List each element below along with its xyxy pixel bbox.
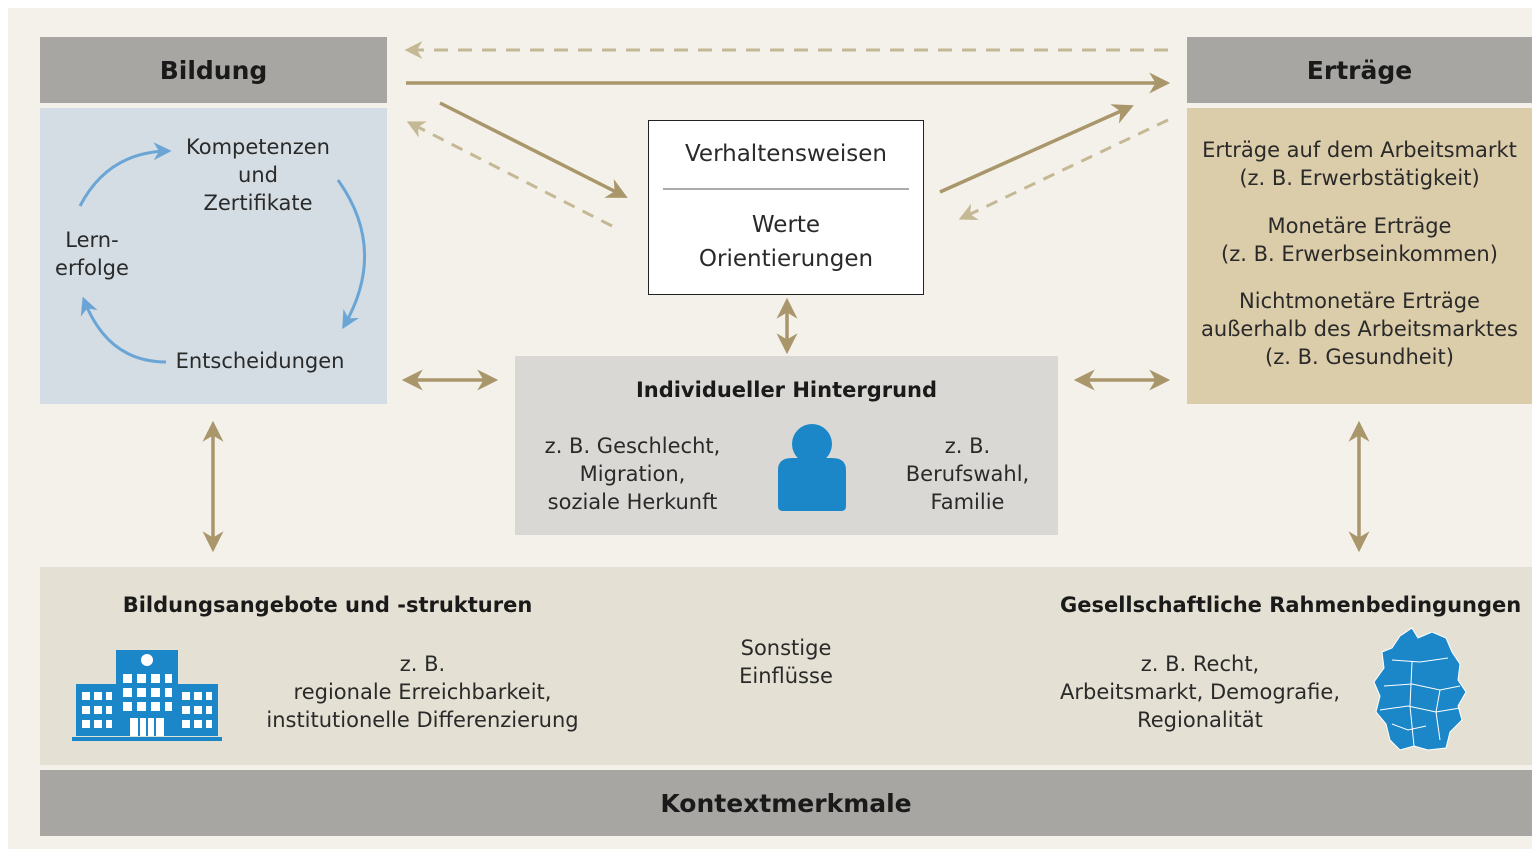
cycle-arrow-bottom: [80, 296, 167, 364]
ertraege-header: Erträge: [1187, 37, 1532, 103]
hintergrund-right-text: z. B. Berufswahl, Familie: [905, 434, 1030, 514]
sonstige-einfluesse-text: Sonstige Einflüsse: [739, 636, 833, 688]
ertraege-item-nichtmonetaer: Nichtmonetäre Erträge außerhalb des Arbe…: [1201, 289, 1518, 369]
verhalten-divider: [663, 188, 909, 190]
verhalten-box: [648, 120, 924, 295]
bildung-panel: [40, 108, 387, 404]
bildung-to-verhalten-arrow: [439, 101, 628, 198]
werte-label: Werte Orientierungen: [698, 212, 874, 272]
kontextmerkmale-footer: Kontextmerkmale: [40, 770, 1532, 836]
verhaltensweisen-label: Verhaltensweisen: [684, 141, 887, 167]
entscheidungen-label: Entscheidungen: [175, 349, 345, 373]
school-building-icon: [72, 650, 222, 741]
bildung-header: Bildung: [40, 37, 387, 103]
bildungsangebote-title: Bildungsangebote und -strukturen: [122, 593, 533, 617]
kontext-band: [40, 567, 1532, 765]
hintergrund-title: Individueller Hintergrund: [635, 378, 938, 402]
ertraege-to-verhalten-dashed-arrow: [958, 118, 1169, 220]
cycle-arrow-right: [336, 179, 367, 330]
germany-map-icon: [1373, 627, 1467, 751]
ertraege-item-arbeitsmarkt: Erträge auf dem Arbeitsmarkt (z. B. Erwe…: [1202, 138, 1517, 190]
verhalten-to-ertraege-arrow: [939, 104, 1134, 194]
hintergrund-left-text: z. B. Geschlecht, Migration, soziale Her…: [544, 434, 721, 514]
ertraege-panel: [1187, 108, 1532, 404]
bildungsangebote-text: z. B. regionale Erreichbarkeit, institut…: [266, 652, 579, 732]
cycle-arrow-top: [78, 142, 172, 207]
rahmenbedingungen-title: Gesellschaftliche Rahmenbedingungen: [1060, 593, 1522, 617]
lernerfolge-label: Lern- erfolge: [55, 228, 129, 280]
verhalten-to-bildung-dashed-arrow: [406, 121, 613, 228]
rahmenbedingungen-text: z. B. Recht, Arbeitsmarkt, Demografie, R…: [1059, 652, 1340, 732]
person-icon: [778, 424, 846, 511]
ertraege-item-monetaer: Monetäre Erträge (z. B. Erwerbseinkommen…: [1221, 214, 1498, 266]
kompetenzen-label: Kompetenzen und Zertifikate: [186, 135, 330, 215]
